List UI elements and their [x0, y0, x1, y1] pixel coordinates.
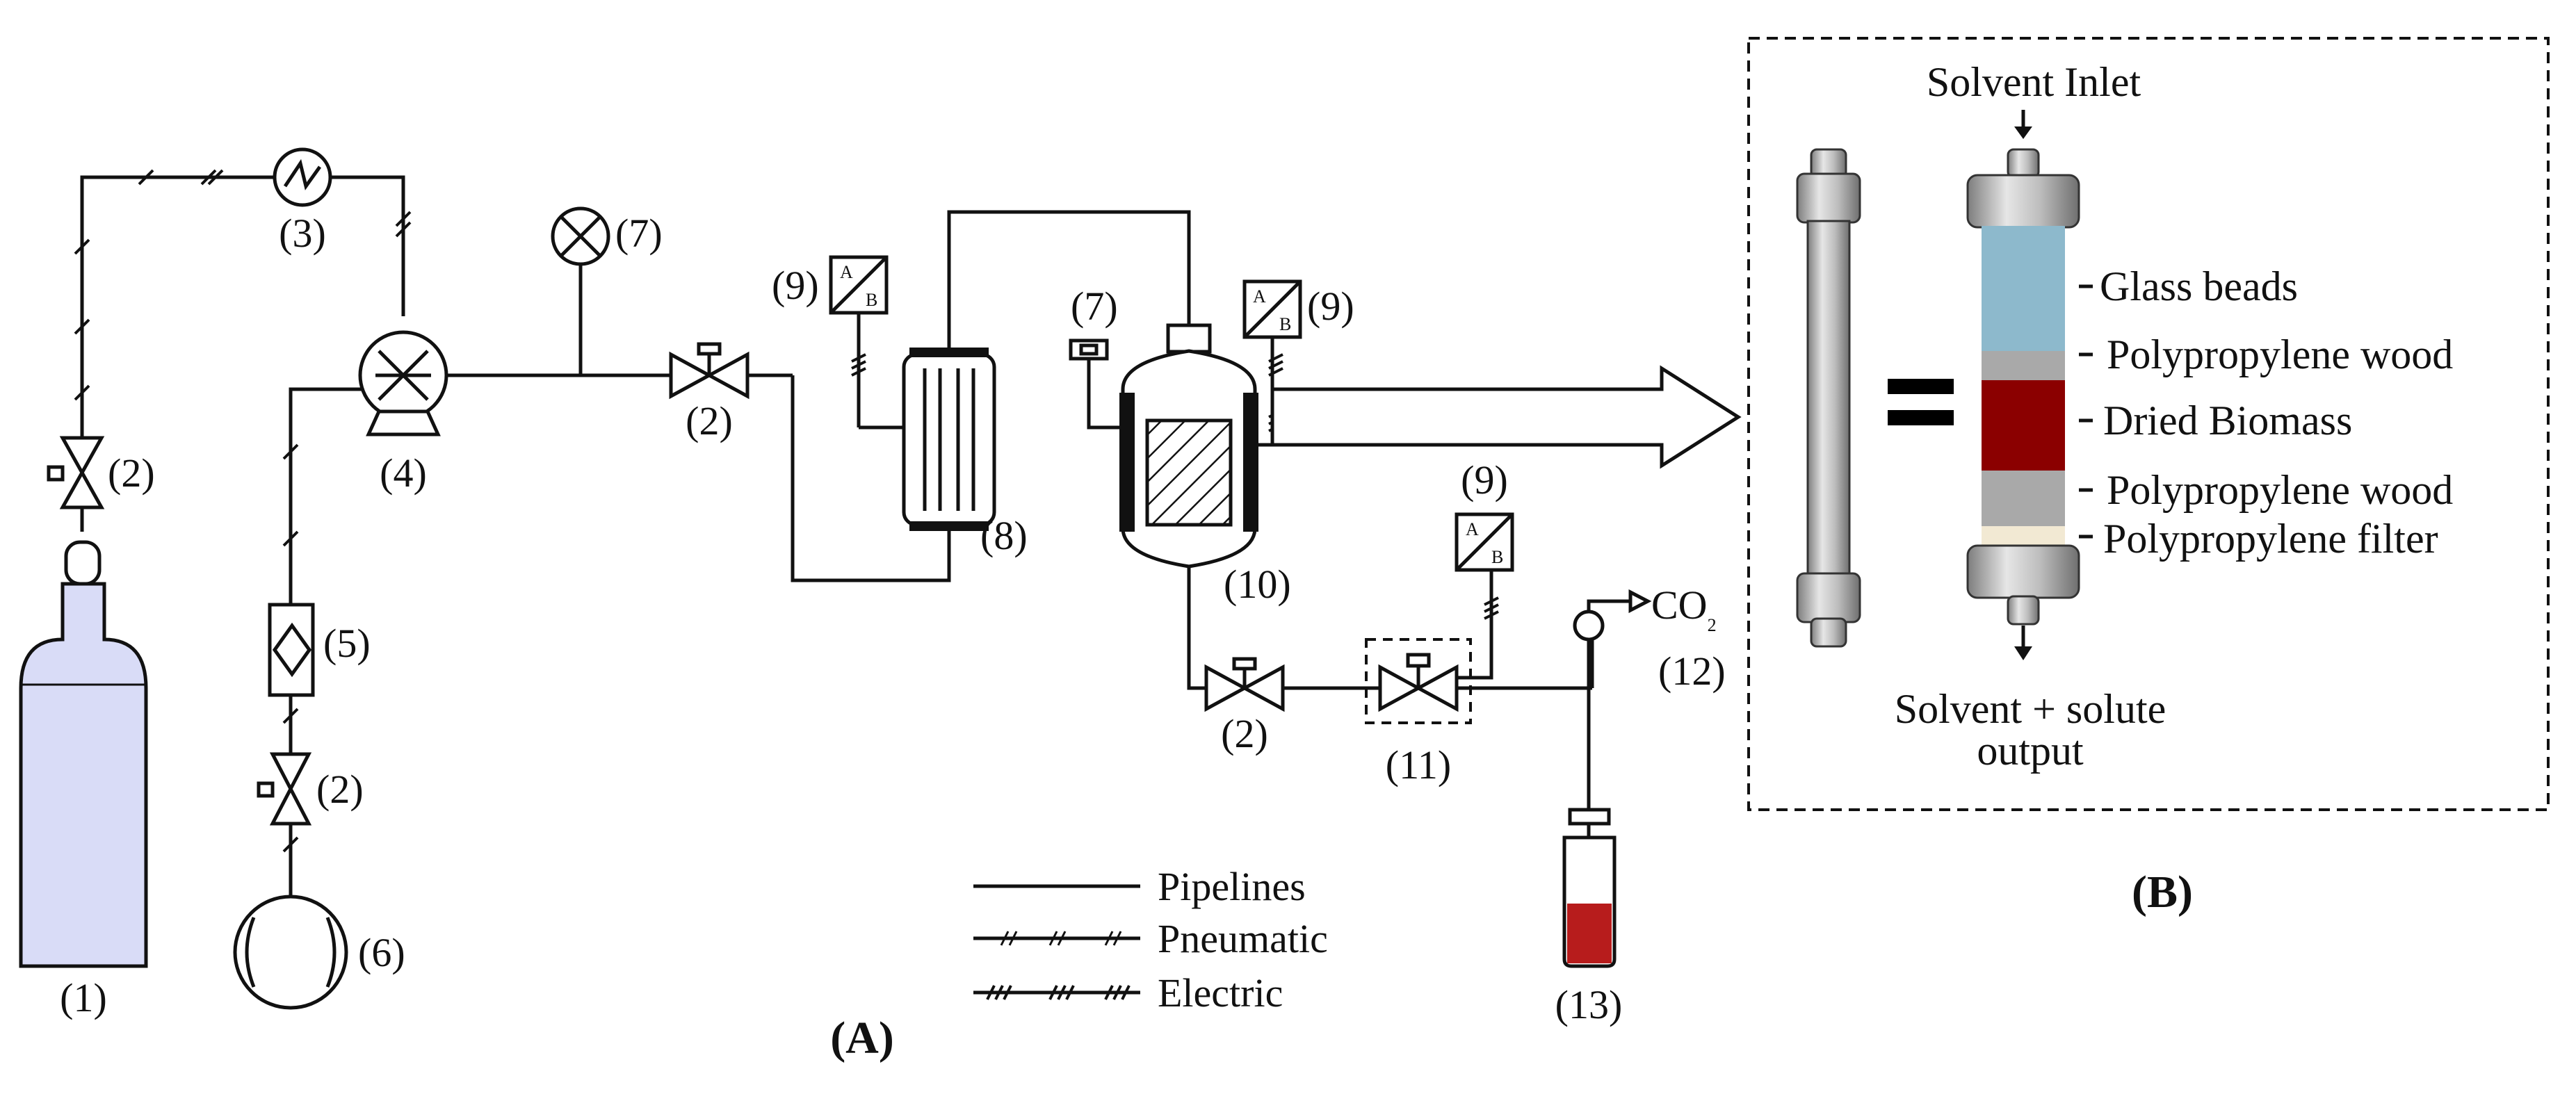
back-pressure-regulator [1365, 598, 1493, 724]
arrow-to-panel-b [1270, 365, 1742, 469]
legend-electric: Electric [1158, 970, 1283, 1015]
valve-lower [257, 752, 312, 826]
layer-pp-wood-top [1982, 351, 2065, 380]
label-gauge-main: (7) [615, 211, 663, 256]
layer-pp-wood-bottom [1982, 471, 2065, 526]
panel-b-label: (B) [2132, 867, 2193, 917]
layer-label-pp-wood-top: Polypropylene wood [2107, 332, 2453, 377]
layer-label-pp-wood-bottom: Polypropylene wood [2107, 467, 2453, 513]
pump [358, 330, 448, 436]
label-heater: (8) [980, 513, 1028, 558]
layer-biomass [1982, 380, 2065, 471]
temperature-gauge-vessel [1069, 338, 1123, 430]
ab-b: B [866, 290, 877, 310]
label-gauge-vessel: (7) [1071, 284, 1118, 329]
heater [902, 348, 996, 531]
column-layered [1966, 148, 2080, 626]
label-valve-lower: (2) [316, 767, 364, 812]
chiller [233, 895, 348, 1010]
outlet-label-line1: Solvent + solute [1895, 686, 2166, 732]
ab-b: B [1279, 314, 1291, 334]
valve-cylinder [47, 436, 105, 509]
cylinder-neck [64, 540, 102, 586]
legend: Pipelines Pneumatic Electric [973, 864, 1328, 1015]
layer-label-pp-filter: Polypropylene filter [2103, 516, 2438, 562]
gas-cylinder [19, 540, 148, 968]
valve-bottom [1204, 657, 1285, 712]
pressure-gauge-main [551, 206, 610, 266]
extraction-vessel [1119, 323, 1258, 569]
label-valve-bottom: (2) [1221, 711, 1268, 756]
legend-pneumatic: Pneumatic [1158, 916, 1328, 961]
label-chiller: (6) [358, 930, 405, 975]
label-collector: (13) [1555, 982, 1623, 1027]
ab-converter-bpr: A B [1455, 512, 1514, 598]
ab-a: A [840, 262, 853, 282]
co2-vent [1573, 589, 1652, 642]
label-vessel: (10) [1224, 562, 1291, 607]
label-ab-bpr: (9) [1461, 457, 1508, 503]
ab-a: A [1466, 519, 1479, 539]
column-plain [1796, 148, 1861, 648]
label-controller: (3) [279, 211, 326, 256]
panel-b-frame [1747, 37, 2550, 811]
solvent-inlet-label: Solvent Inlet [1927, 59, 2141, 105]
layer-label-glass-beads: Glass beads [2100, 263, 2298, 309]
valve-main [669, 342, 750, 400]
legend-pipelines: Pipelines [1158, 864, 1306, 909]
equals-sign [1888, 379, 1954, 425]
label-rotameter: (5) [323, 621, 371, 666]
rotameter [268, 603, 315, 697]
ab-a: A [1253, 286, 1266, 307]
label-pump: (4) [380, 450, 427, 496]
outlet-label-line2: output [1977, 728, 2084, 774]
ab-converter-heater: A B [829, 255, 904, 430]
collection-vial [1562, 808, 1617, 968]
label-vent-num: (12) [1658, 648, 1726, 694]
ab-b: B [1491, 547, 1503, 567]
label-valve-mid: (2) [686, 398, 733, 443]
layer-glass-beads [1982, 226, 2065, 351]
label-ab-heater: (9) [772, 263, 819, 308]
controller [273, 147, 332, 207]
label-vent-co: CO2 [1651, 582, 1717, 635]
label-ab-vessel: (9) [1307, 284, 1354, 329]
layer-labels: Glass beads Polypropylene wood Dried Bio… [2079, 263, 2453, 562]
cylinder-body [19, 582, 148, 968]
label-valve-top: (2) [108, 450, 155, 496]
label-bpr: (11) [1386, 742, 1451, 787]
label-cylinder: (1) [60, 975, 107, 1020]
layer-pp-filter [1982, 526, 2065, 546]
panel-a-label: (A) [830, 1013, 894, 1063]
layer-label-biomass: Dried Biomass [2103, 398, 2352, 443]
